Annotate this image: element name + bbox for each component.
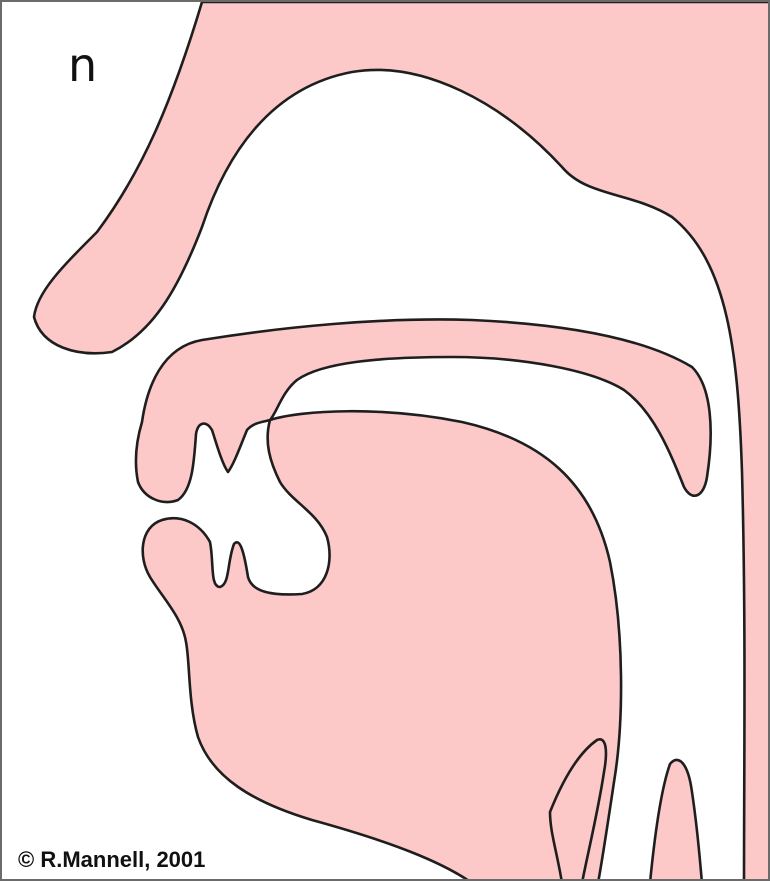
phoneme-label: n xyxy=(68,42,97,88)
arytenoid-tissue xyxy=(650,760,702,881)
copyright-notice: © R.Mannell, 2001 xyxy=(18,847,205,873)
